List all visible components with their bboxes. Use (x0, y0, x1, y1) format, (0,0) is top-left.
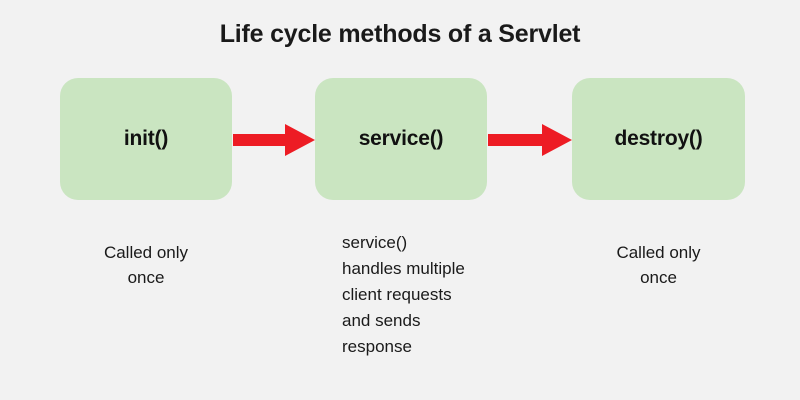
flow-arrow-right-icon (233, 122, 315, 158)
caption-line: once (640, 268, 677, 287)
caption-line: handles multiple (342, 259, 465, 278)
caption-line: service() (342, 233, 408, 252)
caption-line: Called only (103, 243, 189, 262)
stage-box-service: service() (315, 78, 487, 200)
stage-box-init: init() (60, 78, 232, 200)
page-title: Life cycle methods of a Servlet (219, 20, 581, 48)
flow-arrow-right-icon (488, 122, 572, 158)
caption-line: once (127, 268, 165, 287)
caption-line: client requests (342, 285, 452, 304)
stage-caption-service: service() handles multiple client requests… (342, 230, 557, 360)
stage-caption-destroy: Called only once (572, 240, 745, 290)
stage-caption-init: Called only once (60, 240, 232, 290)
caption-line: response (342, 337, 412, 356)
caption-line: Called only (616, 243, 701, 262)
stage-label-destroy: destroy() (614, 127, 703, 150)
stage-label-service: service() (358, 127, 444, 150)
stage-box-destroy: destroy() (572, 78, 745, 200)
caption-line: and sends (342, 311, 421, 330)
stage-label-init: init() (123, 127, 169, 150)
